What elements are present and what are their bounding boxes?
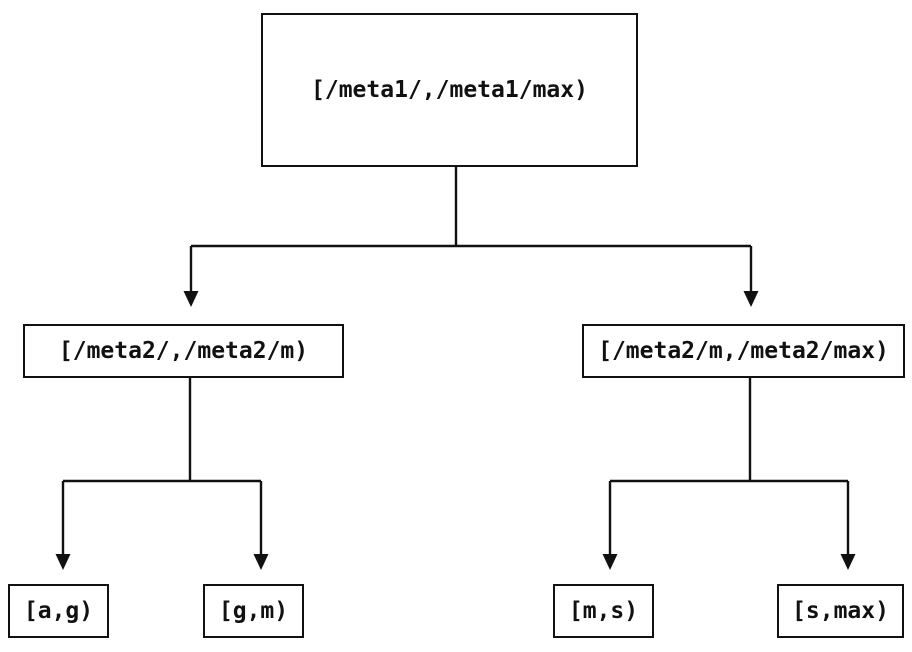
tree-node-leaf-gm: [g,m)	[203, 584, 304, 638]
tree-node-leaf-ag-label: [a,g)	[23, 598, 94, 624]
arrowhead-leaf-ag	[55, 554, 71, 570]
tree-node-leaf-smax: [s,max)	[777, 584, 904, 638]
tree-node-meta2-low-label: [/meta2/,/meta2/m)	[58, 338, 309, 364]
tree-node-meta2-high: [/meta2/m,/meta2/max)	[582, 324, 905, 378]
tree-node-root: [/meta1/,/meta1/max)	[261, 13, 638, 167]
tree-node-meta2-low: [/meta2/,/meta2/m)	[23, 324, 344, 378]
tree-node-leaf-ms-label: [m,s)	[568, 598, 639, 624]
tree-node-leaf-ag: [a,g)	[8, 584, 109, 638]
tree-node-leaf-smax-label: [s,max)	[792, 598, 889, 624]
arrowhead-meta2-high	[743, 291, 759, 307]
arrowhead-leaf-gm	[253, 554, 269, 570]
tree-node-leaf-gm-label: [g,m)	[218, 598, 289, 624]
arrowhead-meta2-low	[183, 291, 199, 307]
arrowhead-leaf-ms	[602, 554, 618, 570]
arrowhead-leaf-smax	[840, 554, 856, 570]
tree-node-meta2-high-label: [/meta2/m,/meta2/max)	[598, 338, 889, 364]
tree-node-root-label: [/meta1/,/meta1/max)	[311, 77, 588, 103]
tree-node-leaf-ms: [m,s)	[553, 584, 654, 638]
